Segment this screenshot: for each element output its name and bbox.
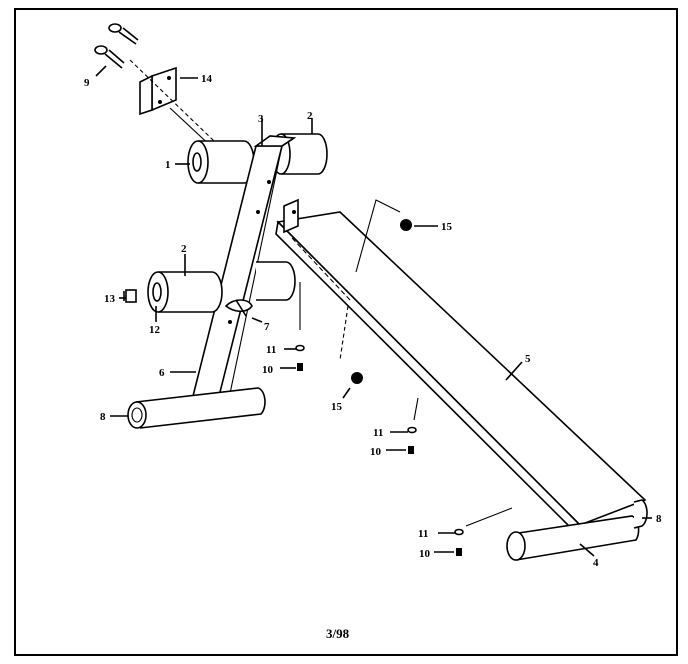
callout-13: 13 (104, 293, 116, 305)
callout-10-c: 10 (419, 548, 431, 560)
lower-roller-right (256, 261, 296, 301)
washer-11-b (407, 426, 417, 434)
bench-bracket (283, 198, 299, 234)
callout-11-c: 11 (418, 528, 428, 540)
callout-15-upper: 15 (441, 221, 453, 233)
bolt-upper (108, 23, 139, 45)
callout-7: 7 (264, 321, 270, 333)
front-base (127, 387, 266, 429)
callout-6: 6 (159, 367, 165, 379)
callout-1: 1 (165, 159, 171, 171)
nut-10-a (297, 363, 303, 371)
nut-15-upper (400, 219, 412, 231)
bolt-lower (94, 45, 125, 69)
callout-11-b: 11 (373, 427, 383, 439)
callout-12: 12 (149, 324, 161, 336)
callout-3: 3 (258, 113, 264, 125)
callout-15-lower: 15 (331, 401, 343, 413)
callout-4: 4 (593, 557, 599, 569)
nut-15-lower (351, 372, 363, 384)
washer-11-a (295, 344, 305, 352)
callout-5: 5 (525, 353, 531, 365)
callout-10-b: 10 (370, 446, 382, 458)
callout-9: 9 (84, 77, 90, 89)
callout-14: 14 (201, 73, 213, 85)
washer-11-c (454, 528, 464, 536)
nut-10-c (456, 548, 462, 556)
callout-11-a: 11 (266, 344, 276, 356)
callout-8-left: 8 (100, 411, 106, 423)
diagram-frame (14, 8, 678, 656)
callout-8-right: 8 (656, 513, 662, 525)
upper-roller-left (187, 140, 255, 184)
callout-2-upper: 2 (307, 110, 313, 122)
rear-base (506, 499, 648, 561)
nut-10-b (408, 446, 414, 454)
callout-10-a: 10 (262, 364, 274, 376)
knob (123, 289, 137, 303)
callout-2-lower: 2 (181, 243, 187, 255)
lower-roller-left (147, 271, 223, 313)
footer-code: 3/98 (326, 626, 350, 641)
top-bracket (139, 66, 177, 116)
pin (224, 299, 253, 317)
bench-board (275, 211, 647, 539)
